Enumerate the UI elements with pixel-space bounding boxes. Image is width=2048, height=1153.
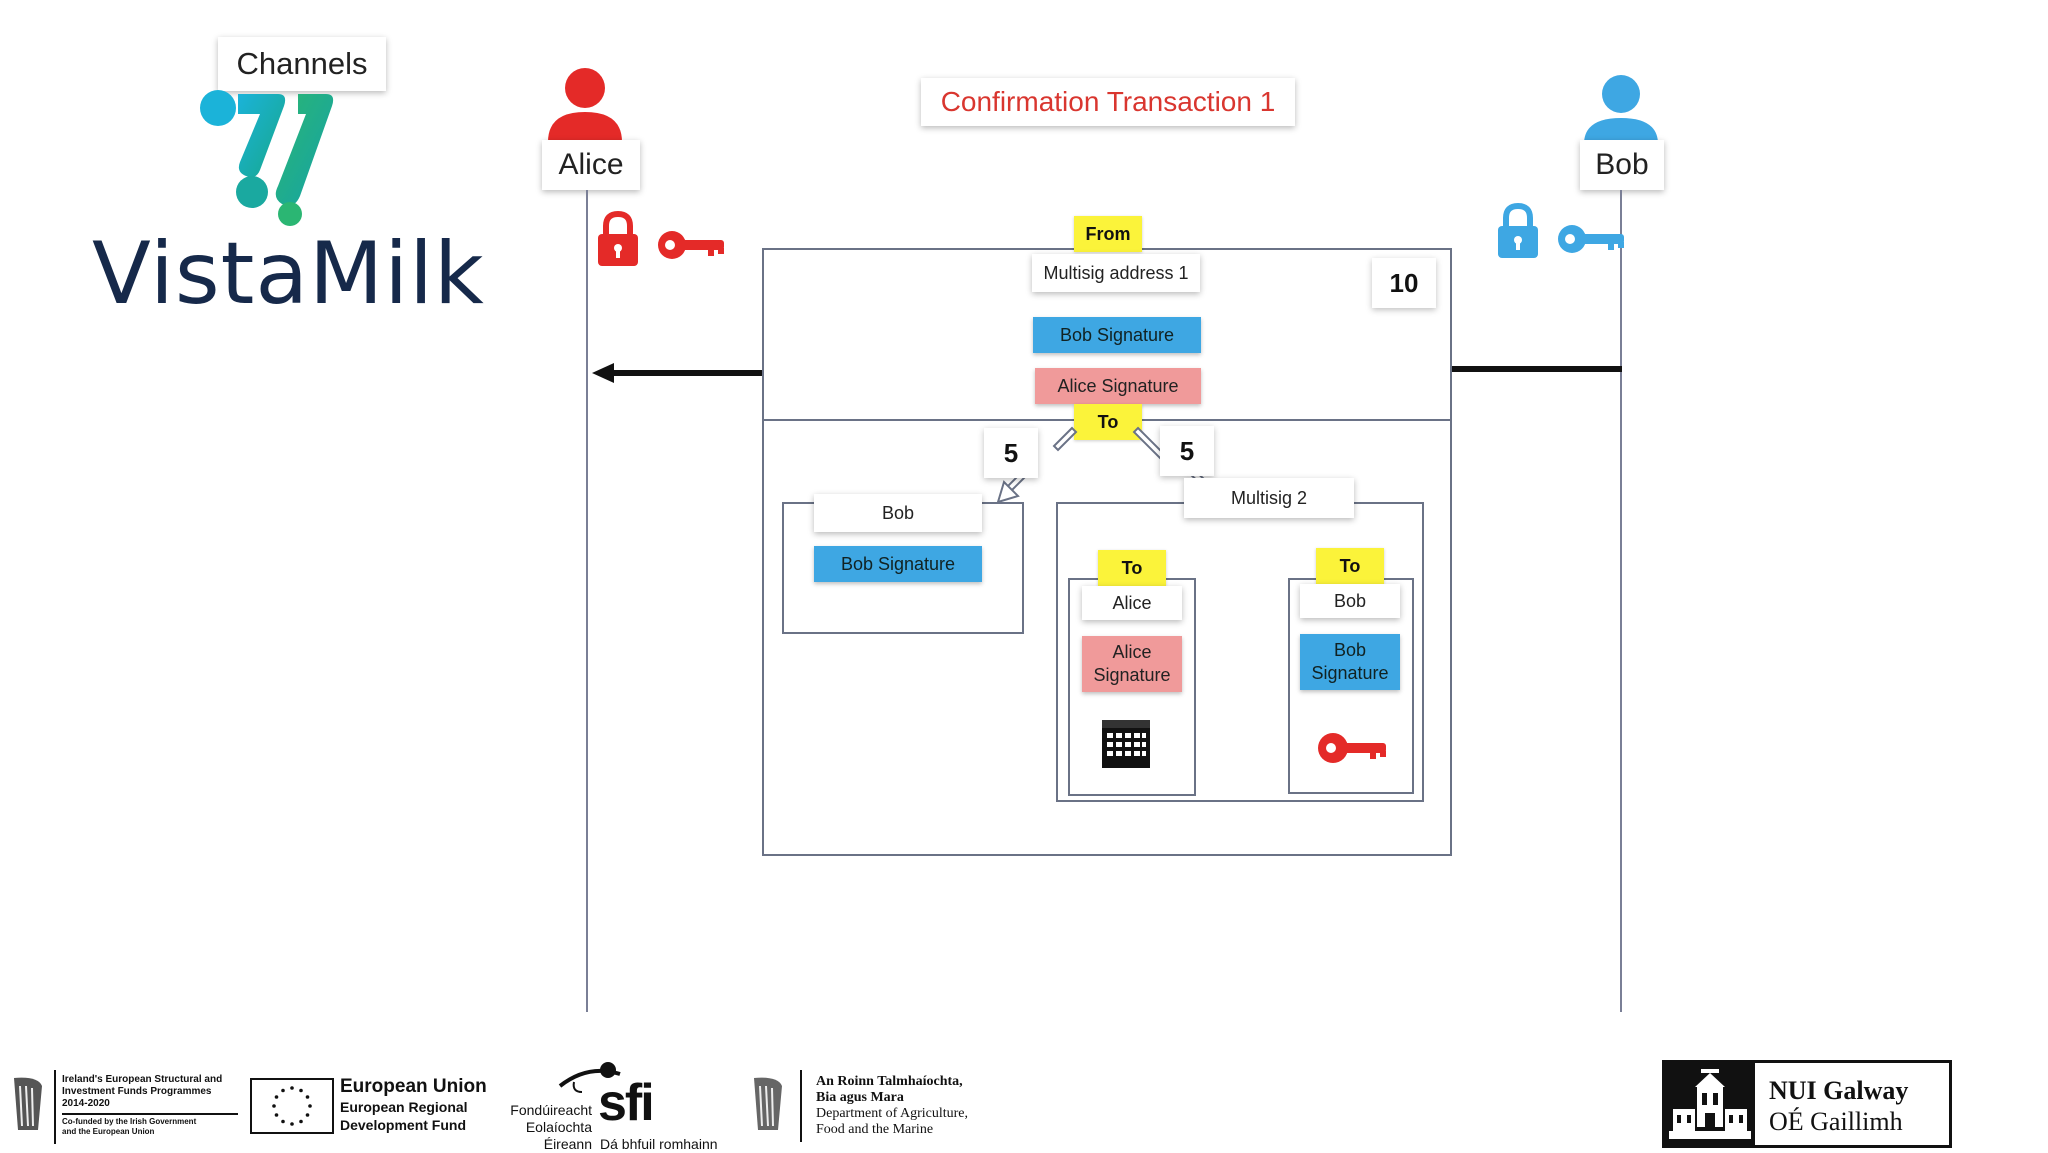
multisig-bob-name: Bob (1300, 584, 1400, 618)
multisig-bob-signature: Bob Signature (1300, 634, 1400, 690)
sfi-tagline: Dá bhfuil romhainn (600, 1136, 718, 1152)
split-arrow-left (996, 426, 1078, 504)
dafm-text: An Roinn Talmhaíochta, Bia agus Mara Dep… (816, 1074, 969, 1137)
amount-total: 10 (1372, 258, 1436, 308)
alice-lock-icon (598, 210, 638, 266)
sfi-irish-name: Fondúireacht Eolaíochta Éireann (510, 1102, 592, 1152)
line-from-bob (1450, 366, 1622, 372)
bob-lifeline (1620, 190, 1622, 1012)
split-left-amount: 5 (984, 428, 1038, 478)
output-multisig-name: Multisig 2 (1184, 478, 1354, 518)
multisig-alice-name: Alice (1082, 586, 1182, 620)
eu-text: European Union European Regional Develop… (340, 1076, 487, 1133)
bob-label: Bob (1580, 140, 1664, 190)
esif-text: Ireland's European Structural and Invest… (62, 1074, 238, 1137)
output-bob-name: Bob (814, 494, 982, 532)
bob-avatar-icon (1584, 75, 1658, 144)
key-icon (1318, 733, 1386, 763)
nui-text: NUI Galway OÉ Gaillimh (1769, 1076, 1909, 1136)
multisig-alice-to-label: To (1098, 550, 1166, 586)
bob-lock-icon (1498, 202, 1538, 258)
diagram-title: Confirmation Transaction 1 (921, 78, 1295, 126)
harp-icon (14, 1077, 42, 1130)
to-label-main: To (1074, 404, 1142, 440)
sfi-swoosh-icon (558, 1062, 621, 1093)
nui-galway-logo: NUI Galway OÉ Gaillimh (1662, 1060, 1952, 1148)
alice-label: Alice (542, 140, 640, 190)
dafm-divider (800, 1070, 802, 1142)
multisig-alice-signature: Alice Signature (1082, 636, 1182, 692)
alice-key-icon (658, 231, 724, 259)
nui-quadrangle-icon (1665, 1063, 1755, 1145)
vistamilk-wordmark: VistaMilk (92, 224, 485, 324)
alice-lifeline (586, 190, 588, 1012)
from-label: From (1074, 216, 1142, 252)
calendar-icon (1102, 720, 1150, 768)
bob-key-icon (1558, 225, 1624, 253)
dafm-harp-icon (754, 1077, 782, 1130)
from-address: Multisig address 1 (1032, 254, 1200, 292)
arrow-to-alice (592, 363, 766, 383)
sfi-logo: sfi (598, 1074, 655, 1132)
eu-flag-icon (250, 1078, 334, 1134)
split-right-amount: 5 (1160, 426, 1214, 476)
output-bob-signature: Bob Signature (814, 546, 982, 582)
channels-label: Channels (218, 37, 386, 91)
multisig-bob-to-label: To (1316, 548, 1384, 584)
alice-signature-input: Alice Signature (1035, 368, 1201, 404)
esif-divider (54, 1070, 56, 1144)
alice-avatar-icon (548, 68, 622, 142)
bob-signature-input: Bob Signature (1033, 317, 1201, 353)
vistamilk-logo-mark (200, 90, 334, 226)
